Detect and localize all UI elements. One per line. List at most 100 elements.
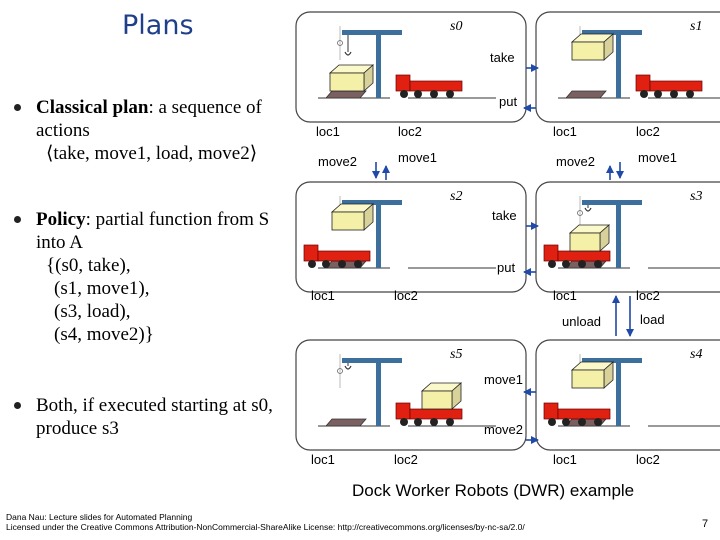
robot-cab	[303, 244, 319, 262]
container-icon	[571, 369, 605, 389]
crane-pillar	[616, 358, 621, 426]
crane-pillar	[376, 200, 381, 268]
loc1-label: loc1	[553, 124, 577, 139]
footer-license: Licensed under the Creative Commons Attr…	[6, 522, 525, 532]
loc2-label: loc2	[636, 288, 660, 303]
container-icon	[571, 41, 605, 61]
move2-label: move2	[318, 154, 357, 169]
robot-cab	[395, 74, 411, 92]
footer: Dana Nau: Lecture slides for Automated P…	[6, 512, 525, 532]
classical-plan-term: Classical plan	[36, 97, 149, 118]
pile-peg	[337, 40, 343, 46]
container-icon	[329, 72, 365, 92]
robot-platform	[409, 80, 463, 92]
put-label: put	[499, 94, 517, 109]
crane-hook-icon	[584, 207, 592, 212]
bullet-classical-plan: Classical plan: a sequence of actions ⟨t…	[14, 96, 299, 165]
state-label: s0	[450, 19, 462, 34]
loc2-label: loc2	[636, 452, 660, 467]
load-label: load	[640, 312, 665, 327]
state-label: s3	[690, 189, 702, 204]
bullet-both: Both, if executed starting at s0, produc…	[14, 394, 299, 440]
diagram-caption: Dock Worker Robots (DWR) example	[352, 481, 635, 500]
robot-wheel-icon	[414, 418, 422, 426]
pallet-icon	[325, 90, 367, 99]
crane-pillar	[376, 30, 381, 98]
robot-wheel-icon	[414, 90, 422, 98]
robot-wheel-icon	[446, 90, 454, 98]
policy-def: : partial function from S into A	[36, 209, 270, 253]
robot-wheel-icon	[322, 260, 330, 268]
classical-plan-sequence: ⟨take, move1, load, move2⟩	[46, 143, 258, 164]
robot-wheel-icon	[430, 418, 438, 426]
robot-wheel-icon	[308, 260, 316, 268]
state-panel-s2: s2 loc1 loc2	[295, 181, 527, 303]
state-label: s1	[690, 19, 702, 34]
robot-wheel-icon	[354, 260, 362, 268]
robot-cab	[395, 402, 411, 420]
robot-wheel-icon	[430, 90, 438, 98]
robot-wheel-icon	[578, 418, 586, 426]
policy-line-2: (s1, move1),	[54, 278, 150, 299]
bullet-dot-icon	[14, 402, 21, 409]
classical-plan-def: : a sequence of actions	[36, 97, 262, 141]
robot-wheel-icon	[594, 260, 602, 268]
robot-wheel-icon	[640, 90, 648, 98]
robot-platform	[649, 80, 703, 92]
page-number: 7	[702, 518, 709, 530]
loc1-label: loc1	[311, 288, 335, 303]
move2-label-2: move2	[556, 154, 595, 169]
pallet-icon	[325, 418, 367, 427]
state-frame	[295, 11, 527, 123]
take-label: take	[490, 50, 515, 65]
robot-wheel-icon	[578, 260, 586, 268]
robot-wheel-icon	[548, 418, 556, 426]
robot-cab	[543, 402, 559, 420]
loc1-label: loc1	[311, 452, 335, 467]
loc1-label: loc1	[316, 124, 340, 139]
policy-line-1: {(s0, take),	[46, 255, 131, 276]
unload-label: unload	[562, 314, 601, 329]
move1-label-2: move1	[638, 150, 677, 165]
put-label-2: put	[497, 260, 515, 275]
crane-hook-icon	[344, 51, 352, 56]
both-text: Both, if executed starting at s0, produc…	[36, 395, 273, 439]
robot-wheel-icon	[562, 260, 570, 268]
state-panel-s3: s3 loc1 loc2	[535, 181, 720, 303]
policy-line-3: (s3, load),	[54, 301, 131, 322]
crane-arm	[342, 358, 402, 363]
policy-term: Policy	[36, 209, 86, 230]
move1-label: move1	[398, 150, 437, 165]
bullet-dot-icon	[14, 104, 21, 111]
container-icon	[331, 211, 365, 231]
crane-arm	[582, 358, 642, 363]
crane-arm	[582, 200, 642, 205]
bullet-policy: Policy: partial function from S into A {…	[14, 208, 299, 346]
crane-hook-icon	[344, 365, 352, 370]
robot-wheel-icon	[562, 418, 570, 426]
state-label: s2	[450, 189, 462, 204]
loc2-label: loc2	[394, 452, 418, 467]
pile-peg	[577, 210, 583, 216]
robot-cab	[635, 74, 651, 92]
move2-label-3: move2	[484, 422, 523, 437]
robot-wheel-icon	[338, 260, 346, 268]
pile-peg	[337, 368, 343, 374]
robot-wheel-icon	[594, 418, 602, 426]
robot-wheel-icon	[548, 260, 556, 268]
state-frame	[295, 181, 527, 293]
crane-arm	[342, 200, 402, 205]
bullet-dot-icon	[14, 216, 21, 223]
policy-line-4: (s4, move2)}	[54, 324, 154, 345]
robot-platform	[557, 250, 611, 262]
loc2-label: loc2	[394, 288, 418, 303]
state-label: s5	[450, 347, 462, 362]
loc1-label: loc1	[553, 452, 577, 467]
robot-wheel-icon	[400, 418, 408, 426]
loc1-label: loc1	[553, 288, 577, 303]
robot-platform	[409, 408, 463, 420]
crane-arm	[342, 30, 402, 35]
robot-cab	[543, 244, 559, 262]
